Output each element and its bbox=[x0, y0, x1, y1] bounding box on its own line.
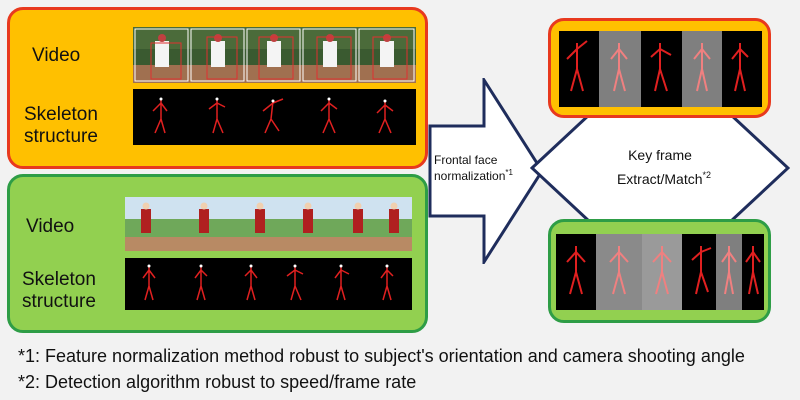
skeleton-figure bbox=[262, 98, 284, 134]
skeleton-figure bbox=[152, 99, 168, 134]
skeleton-figure bbox=[244, 266, 258, 301]
skeleton-figure bbox=[194, 266, 208, 301]
top-skeleton-label: Skeleton structure bbox=[24, 104, 98, 147]
top-video-frame bbox=[190, 28, 245, 82]
top-video-frame bbox=[358, 28, 415, 82]
bottom-video-frame bbox=[353, 202, 363, 233]
normalization-label-line2: normalization*1 bbox=[434, 168, 513, 183]
bottom-skeleton-frames bbox=[125, 258, 412, 310]
bottom-video-frame bbox=[199, 202, 209, 233]
skeleton-figure bbox=[320, 99, 338, 134]
keyframe-bottom-panel bbox=[548, 219, 771, 323]
keyframe-top-panel bbox=[548, 18, 771, 118]
keyframe-label-line2: Extract/Match*2 bbox=[617, 170, 711, 187]
bottom-skeleton-label: Skeleton structure bbox=[22, 269, 96, 312]
keyframe-double-arrow: Key frame Extract/Match*2 bbox=[530, 112, 790, 224]
bottom-video-frame bbox=[255, 202, 265, 233]
skeleton-figure bbox=[334, 266, 350, 301]
skeleton-figure bbox=[142, 266, 156, 301]
top-video-frames bbox=[133, 27, 416, 83]
normalization-label-line1: Frontal face bbox=[434, 153, 498, 167]
skeleton-figure bbox=[286, 266, 304, 301]
top-skeleton-frames bbox=[133, 89, 416, 145]
bottom-video-frames bbox=[125, 197, 412, 251]
bottom-video-frame bbox=[141, 202, 151, 233]
skeleton-figure bbox=[376, 101, 394, 134]
keyframe-label-line1: Key frame bbox=[628, 147, 692, 163]
keyframe-bottom-strip bbox=[556, 234, 764, 310]
footnote-1: *1: Feature normalization method robust … bbox=[18, 346, 745, 366]
top-video-label: Video bbox=[32, 45, 81, 66]
bottom-video-label: Video bbox=[26, 216, 75, 237]
footnote-2: *2: Detection algorithm robust to speed/… bbox=[18, 372, 417, 392]
skeleton-figure bbox=[380, 266, 394, 301]
bottom-video-frame bbox=[303, 202, 313, 233]
normalization-arrow: Frontal face normalization*1 bbox=[428, 78, 544, 264]
keyframe-top-strip bbox=[559, 31, 762, 107]
skeleton-figure bbox=[208, 99, 226, 134]
bottom-video-frame bbox=[389, 202, 399, 233]
top-video-frame bbox=[246, 28, 301, 82]
top-video-frame bbox=[134, 28, 189, 82]
top-video-frame bbox=[302, 28, 357, 82]
